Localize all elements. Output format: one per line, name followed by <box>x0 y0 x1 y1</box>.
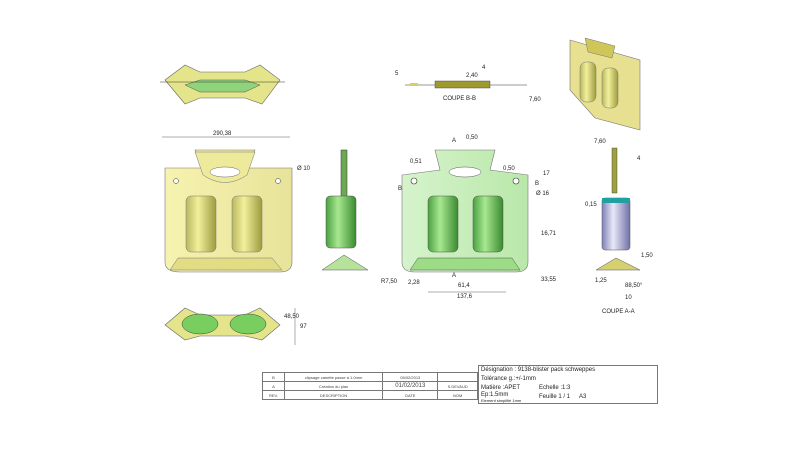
date-header: DATE <box>382 390 439 400</box>
desc-cell: clipsage canette passe à 1.0mm <box>283 372 384 382</box>
svg-text:2,40: 2,40 <box>466 73 478 79</box>
svg-text:5: 5 <box>395 71 399 77</box>
top-view <box>160 64 285 105</box>
format: A3 <box>579 394 587 400</box>
front-view: 290,38 Ø 10 <box>162 131 311 273</box>
date-cell: 01/02/2013 <box>382 381 439 391</box>
side-view: R7,50 <box>321 149 398 285</box>
svg-text:Ø 10: Ø 10 <box>297 166 311 172</box>
svg-text:0,50: 0,50 <box>503 166 515 172</box>
svg-text:COUPE B-B: COUPE B-B <box>443 96 476 102</box>
front-view-detailed: A 0,50 0,51 0,50 17 B B Ø 16 16,71 33,55… <box>398 135 557 300</box>
desc-header: DESCRIPTION <box>283 390 384 400</box>
svg-text:0,51: 0,51 <box>410 159 422 165</box>
svg-text:290,38: 290,38 <box>213 131 232 137</box>
svg-text:Ø 16: Ø 16 <box>536 191 550 197</box>
rev-cell: B <box>262 372 285 382</box>
title-block: Désignation : 9138-blister pack schweppe… <box>478 365 658 404</box>
thickness: Ep:1.5mm <box>481 392 509 398</box>
svg-text:4: 4 <box>637 156 641 162</box>
svg-text:0,50: 0,50 <box>466 135 478 141</box>
rev-cell: A <box>262 381 285 391</box>
name-cell <box>437 372 478 382</box>
svg-text:2,28: 2,28 <box>408 280 420 286</box>
svg-text:10: 10 <box>625 295 632 301</box>
svg-text:7,60: 7,60 <box>594 139 606 145</box>
svg-text:7,60: 7,60 <box>529 97 541 103</box>
svg-text:R7,50: R7,50 <box>381 279 398 285</box>
designation: Désignation : 9138-blister pack schweppe… <box>481 367 596 373</box>
svg-text:0,15: 0,15 <box>585 202 597 208</box>
section-b-b: 5 2,40 4 COUPE B-B 7,60 <box>395 65 541 103</box>
desc-cell: Création du plan <box>283 381 384 391</box>
scale: Echelle :1:3 <box>539 385 571 391</box>
note: Element simplifié 1mm <box>481 398 522 403</box>
sheet: Feuille 1 / 1 <box>539 394 571 400</box>
svg-text:33,55: 33,55 <box>541 277 557 283</box>
isometric-view <box>569 37 641 131</box>
svg-text:A: A <box>452 138 456 144</box>
svg-text:17: 17 <box>543 171 550 177</box>
svg-text:48,50: 48,50 <box>284 314 300 320</box>
date-cell: 05/02/2013 <box>382 372 439 382</box>
svg-text:88,50°: 88,50° <box>625 283 643 289</box>
section-a-a: 7,60 4 0,15 1,50 1,25 88,50° 10 COUPE A-… <box>585 139 653 315</box>
bottom-view: 48,50 97 <box>164 307 307 345</box>
svg-text:1,25: 1,25 <box>595 278 607 284</box>
svg-text:61,4: 61,4 <box>458 283 470 289</box>
svg-text:16,71: 16,71 <box>541 231 557 237</box>
svg-text:COUPE A-A: COUPE A-A <box>602 309 635 315</box>
svg-text:4: 4 <box>482 65 486 71</box>
svg-text:B: B <box>398 186 402 192</box>
svg-text:1,50: 1,50 <box>641 253 653 259</box>
svg-text:A: A <box>452 273 456 279</box>
name-cell: S.DEVAUD <box>437 381 478 391</box>
material: Matière :APET <box>481 385 521 391</box>
tolerance: Tolérance g.:+/-1mm <box>481 376 536 382</box>
svg-text:97: 97 <box>300 324 307 330</box>
name-header: NOM <box>437 390 478 400</box>
rev-header: REV. <box>262 390 285 400</box>
svg-text:137,6: 137,6 <box>457 294 473 300</box>
svg-text:B: B <box>535 181 539 187</box>
